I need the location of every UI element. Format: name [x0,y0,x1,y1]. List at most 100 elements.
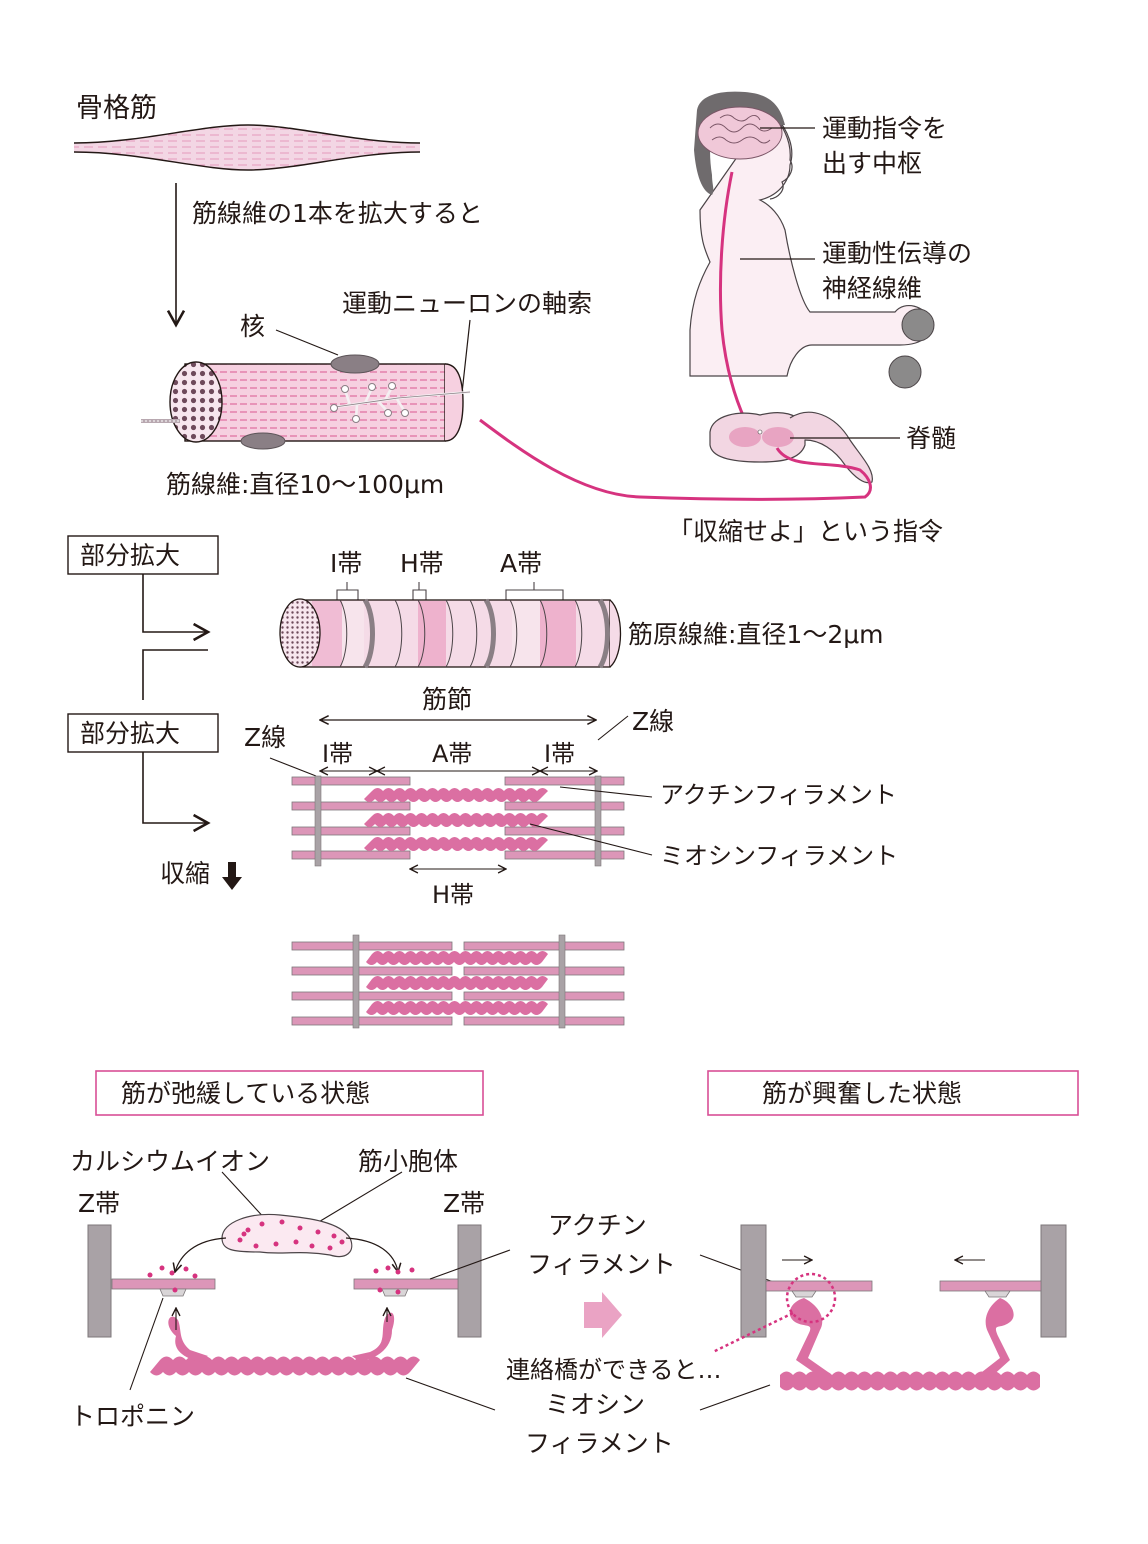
command-label: 「収縮せよ」という指令 [668,517,943,546]
myofibril-band [540,601,576,666]
calcium-ion [377,1287,383,1293]
crossbridge-label: 連絡橋ができると… [506,1356,722,1384]
actin-filament [463,941,625,951]
myofibril-segment-line [445,599,454,668]
myofibril-segment-line [339,599,348,668]
i-band-right-label: I帯 [544,740,575,768]
calcium-ion [373,1268,379,1274]
nucleus-icon [330,354,380,374]
actin-filament [504,826,625,836]
actin-label-line1: アクチン [548,1211,647,1240]
calcium-ion [245,1227,251,1233]
partial-zoom-label-2: 部分拡大 [80,719,180,748]
brain-icon [697,106,783,160]
sarcomere-relaxed-filaments [291,775,625,867]
calcium-ion [241,1231,247,1237]
myofibril-segment-line [539,599,548,668]
sarcomere-section: 部分拡大 筋節 Z線 Z線 I帯 A帯 I帯 H帯 アクチンフィラメント ミオシ… [67,685,898,1029]
z-line-left-label: Z線 [244,723,286,752]
myosin-filament-excited [780,1298,1040,1391]
calcium-ion [297,1225,303,1231]
myofibril-end [609,599,622,668]
actin-filament [291,826,411,836]
nerve-label-line2: 神経線維 [822,274,922,303]
myosin-head-right [352,1312,395,1362]
crossbridge-highlight-circle [785,1272,837,1324]
z-disc-mark [483,598,496,669]
transition-arrow-icon [584,1292,622,1338]
calcium-ions-near-actin [147,1265,415,1295]
actin-filament [291,801,411,811]
calcium-ion [409,1267,415,1273]
human-figure: 運動指令を 出す中枢 運動性伝導の 神経線維 脊髄 「収縮せよ」という指令 [479,91,972,546]
muscle-fiber-section: 核 運動ニューロンの軸索 筋線維:直径10〜100μm [141,289,592,499]
actin-filament [463,991,625,1001]
skeletal-muscle-section: 骨格筋 筋線維の1本を拡大すると [73,93,483,328]
myofibril-section: 部分拡大 I帯 H帯 A帯 筋原線維:直径1〜2μm [67,535,884,700]
actin-label-line2: フィラメント [527,1250,676,1279]
myosin-filament [366,951,548,965]
nucleus-icon [240,432,286,450]
axon-label: 運動ニューロンの軸索 [342,289,592,318]
actin-filament [291,966,453,976]
calcium-ion [315,1229,321,1235]
partial-zoom-box [67,535,219,575]
calcium-ion [259,1221,265,1227]
myosin-label-line2: フィラメント [525,1429,674,1458]
calcium-ion [327,1245,333,1251]
skeletal-muscle-title: 骨格筋 [76,93,157,124]
i-band-left-label: I帯 [322,740,353,768]
calcium-ion [339,1239,345,1245]
human-body [689,109,932,377]
skeletal-muscle-shape [74,125,420,170]
z-band-left [740,1224,767,1338]
myosin-head-left [168,1316,208,1362]
excited-title: 筋が興奮した状態 [762,1079,962,1108]
actin-filament-right [939,1280,1042,1292]
zoom-caption: 筋線維の1本を拡大すると [192,199,483,228]
myosin-filament [366,1001,548,1015]
actin-filament [504,850,625,860]
spinal-cord-label: 脊髄 [906,424,956,453]
sarcomere-contracted-filaments [291,934,625,1029]
actin-filament [291,991,453,1001]
motor-nerve-fiber [718,171,747,421]
z-line-right-label: Z線 [632,707,674,736]
calcium-ion [273,1241,279,1247]
myosin-filament [366,976,548,990]
h-band-label: H帯 [432,881,474,909]
actin-filament [291,1016,453,1026]
myofibril-segment-line [469,599,478,668]
z-disc-mark [597,598,610,669]
muscle-fiber-cylinder [184,363,446,442]
myosin-filament-label: ミオシンフィラメント [660,842,898,870]
actin-filament [504,801,625,811]
calcium-ion [192,1273,198,1279]
myofibril-segment-line [417,599,426,668]
troponin-left [159,1288,187,1297]
excited-state-section: 筋が興奮した状態 アクチン フィラメント 連絡橋ができると… ミオシン フィラメ… [405,1070,1079,1458]
actin-filament [291,850,411,860]
z-band-right [457,1224,482,1338]
calcium-ion [169,1270,175,1276]
z-band-left-label: Z帯 [78,1189,120,1218]
calcium-ion [309,1243,315,1249]
myofibril-cylinder [299,598,622,669]
calcium-ion [237,1237,243,1243]
calcium-ion [253,1243,259,1249]
calcium-ion [385,1265,391,1271]
calcium-ion [395,1269,401,1275]
contraction-label: 収縮 [160,859,210,888]
calcium-ion [183,1266,189,1272]
myosin-label-line1: ミオシン [545,1390,645,1419]
myosin-filament-relaxed [150,1312,420,1376]
myofibril-cross-section [279,598,321,668]
brain-label-line2: 出す中枢 [822,149,922,178]
calcium-ion [395,1289,401,1295]
hair [694,91,785,195]
z-disc-mark [362,598,375,669]
relaxed-title: 筋が弛緩している状態 [121,1079,370,1108]
partial-zoom-box [67,713,219,753]
calcium-ion [279,1219,285,1225]
